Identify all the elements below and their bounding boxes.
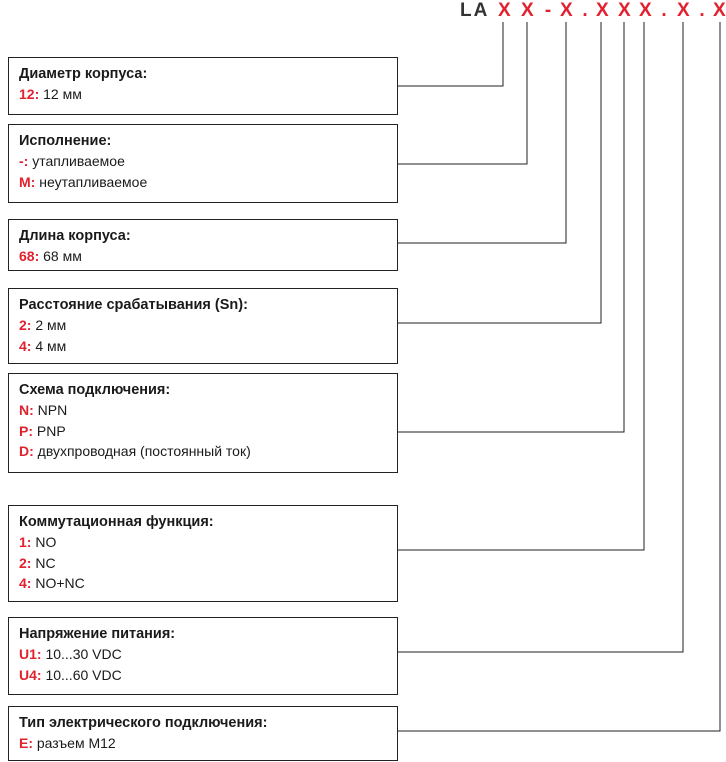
option-value: NO+NC	[31, 575, 85, 591]
option-value: неутапливаемое	[35, 173, 148, 190]
option-line: D: двухпроводная (постоянный ток)	[19, 441, 397, 462]
option-line: 2: NC	[19, 553, 397, 574]
option-value: разъем M12	[33, 735, 116, 751]
option-line: 4: 4 мм	[19, 336, 397, 357]
section-title: Коммутационная функция:	[19, 514, 214, 530]
code-placeholder-voltage: X	[677, 0, 690, 21]
code-placeholder-diameter: X	[498, 0, 511, 21]
option-line: N: NPN	[19, 400, 397, 421]
option-value: 68 мм	[39, 248, 82, 264]
option-key: 2:	[19, 317, 32, 333]
option-value: NPN	[33, 402, 68, 418]
option-key: -:	[19, 153, 29, 169]
option-key: 4:	[19, 337, 32, 354]
section-supply-voltage: Напряжение питания: U1: 10...30 VDC U4: …	[8, 617, 398, 695]
section-switching-function: Коммутационная функция: 1: NO 2: NC 4: N…	[8, 505, 398, 602]
option-key: E:	[19, 735, 33, 751]
section-title: Схема подключения:	[19, 382, 171, 398]
option-key: 1:	[19, 534, 32, 550]
code-separator-dot: .	[661, 0, 667, 21]
model-code: LA X X - X . X X X . X . X	[460, 0, 726, 24]
connector-line	[398, 22, 567, 244]
section-title: Тип электрического подключения:	[19, 715, 268, 731]
code-placeholder-version: X	[521, 0, 534, 21]
section-wiring-scheme: Схема подключения: N: NPN P: PNP D: двух…	[8, 373, 398, 473]
option-line: M: неутапливаемое	[19, 172, 397, 193]
connector-line	[398, 22, 504, 87]
connector-line	[398, 22, 721, 732]
option-key: 2:	[19, 554, 32, 571]
option-key: 4:	[19, 575, 32, 591]
option-value: PNP	[33, 422, 66, 439]
option-line: 12: 12 мм	[19, 84, 397, 105]
option-key: P:	[19, 422, 33, 439]
option-key: U4:	[19, 666, 42, 683]
option-line: U4: 10...60 VDC	[19, 665, 397, 686]
code-placeholder-length: X	[560, 0, 573, 21]
section-title: Расстояние срабатывания (Sn):	[19, 297, 248, 313]
option-value: 4 мм	[31, 337, 67, 354]
option-line: 1: NO	[19, 532, 397, 553]
connector-line	[398, 22, 528, 165]
option-value: NO	[31, 534, 57, 550]
section-title: Длина корпуса:	[19, 228, 131, 244]
code-separator-dash: -	[544, 0, 552, 21]
code-separator-dot: .	[582, 0, 588, 21]
option-line: 68: 68 мм	[19, 246, 397, 267]
option-line: -: утапливаемое	[19, 151, 397, 172]
connector-line	[398, 22, 602, 324]
option-line: U1: 10...30 VDC	[19, 644, 397, 665]
section-title: Напряжение питания:	[19, 626, 176, 642]
connector-line	[398, 22, 625, 433]
option-key: 68:	[19, 248, 40, 264]
code-placeholder-distance: X	[596, 0, 609, 21]
connector-line	[398, 22, 645, 551]
section-sensing-distance: Расстояние срабатывания (Sn): 2: 2 мм 4:…	[8, 288, 398, 364]
code-placeholder-connection: X	[713, 0, 726, 21]
option-value: NC	[31, 554, 56, 571]
option-value: 2 мм	[31, 317, 67, 333]
option-key: U1:	[19, 646, 42, 662]
model-prefix: LA	[460, 0, 490, 21]
section-title: Диаметр корпуса:	[19, 66, 148, 82]
code-placeholder-wiring: X	[618, 0, 631, 21]
option-key: M:	[19, 173, 36, 190]
option-key: N:	[19, 402, 34, 418]
section-title: Исполнение:	[19, 133, 112, 149]
option-value: утапливаемое	[28, 153, 125, 169]
option-key: D:	[19, 443, 34, 459]
option-line: E: разъем M12	[19, 733, 397, 754]
section-length: Длина корпуса: 68: 68 мм	[8, 219, 398, 271]
section-diameter: Диаметр корпуса: 12: 12 мм	[8, 57, 398, 115]
code-separator-dot: .	[699, 0, 705, 21]
option-value: 12 мм	[39, 86, 82, 102]
option-value: 10...30 VDC	[41, 646, 122, 662]
option-value: 10...60 VDC	[41, 666, 122, 683]
section-version: Исполнение: -: утапливаемое M: неутаплив…	[8, 124, 398, 203]
code-placeholder-function: X	[639, 0, 652, 21]
option-line: 4: NO+NC	[19, 573, 397, 594]
connector-line	[398, 22, 684, 653]
option-key: 12:	[19, 86, 40, 102]
option-value: двухпроводная (постоянный ток)	[33, 443, 251, 459]
option-line: 2: 2 мм	[19, 315, 397, 336]
option-line: P: PNP	[19, 421, 397, 442]
section-electrical-connection: Тип электрического подключения: E: разъе…	[8, 706, 398, 761]
